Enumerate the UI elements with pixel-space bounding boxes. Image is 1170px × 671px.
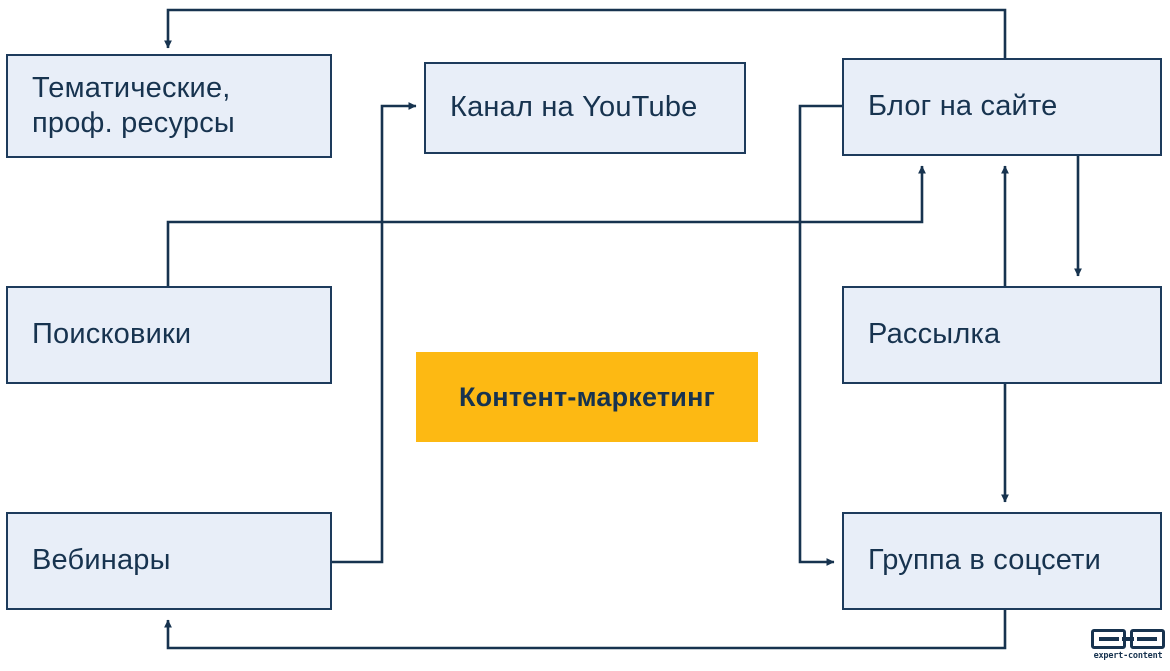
node-content-marketing[interactable]: Контент-маркетинг: [416, 352, 758, 442]
connector-blog-to-thematic: [164, 8, 1007, 58]
connector-search-to-blog: [166, 165, 926, 286]
brand-logo[interactable]: expert-content: [1090, 628, 1166, 668]
logo-text: expert-content: [1093, 651, 1163, 661]
connector-social-to-webinars: [164, 610, 1007, 650]
connector-webinars-to-youtube: [332, 102, 417, 564]
node-mailing-list[interactable]: Рассылка: [842, 286, 1162, 384]
node-social-group[interactable]: Группа в соцсети: [842, 512, 1162, 610]
node-webinars[interactable]: Вебинары: [6, 512, 332, 610]
node-search-engines[interactable]: Поисковики: [6, 286, 332, 384]
node-youtube-channel[interactable]: Канал на YouTube: [424, 62, 746, 154]
connector-blog-to-social: [798, 104, 842, 566]
chain-link-icon: [1091, 629, 1165, 649]
node-site-blog[interactable]: Блог на сайте: [842, 58, 1162, 156]
node-thematic-resources[interactable]: Тематические, проф. ресурсы: [6, 54, 332, 158]
